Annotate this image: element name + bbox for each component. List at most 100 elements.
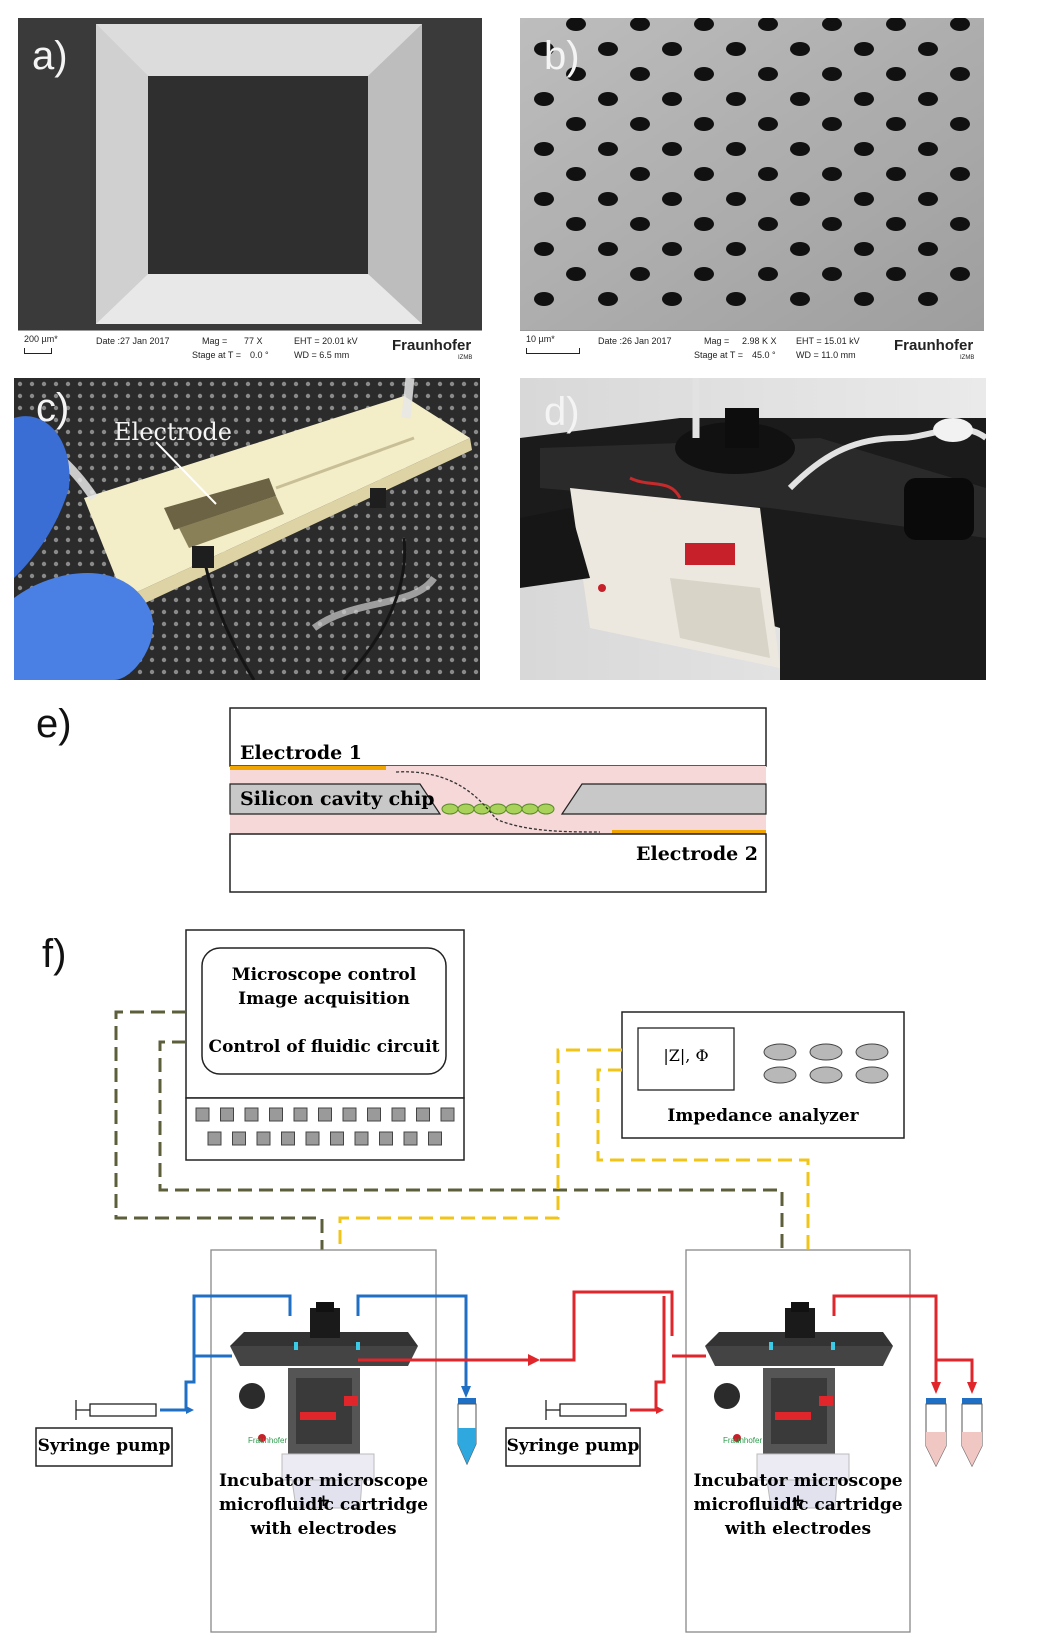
panel-a-letter: a) [32,34,68,78]
pore-hole [598,292,618,306]
fraunhofer-logo: Fraunhofer [894,337,974,354]
pore-hole [758,67,778,81]
sem-info-bar-b: 10 µm* Date :26 Jan 2017 Mag = 2.98 K X … [520,330,984,367]
sem-wd: WD = 11.0 mm [796,350,856,360]
stage-plate-top [705,1332,893,1346]
dial-knob [714,1383,740,1409]
device-logo-1: Fraunhofer [248,1436,288,1445]
pore-hole [886,167,906,181]
electrode-1-bar [230,766,386,770]
cells-row [441,803,555,815]
electrode-2-label: Electrode 2 [636,843,759,865]
red-element [775,1412,811,1420]
pore-hole [886,117,906,131]
pore-hole [950,217,970,231]
pore-hole [630,67,650,81]
sem-stage-label: Stage at T = [694,350,743,360]
pore-hole [790,142,810,156]
pore-hole [598,92,618,106]
device-base [756,1453,850,1481]
pore-hole [758,17,778,31]
keyboard-key [416,1107,430,1122]
keyboard-key [379,1131,393,1146]
dial-knob [239,1383,265,1409]
keyboard-key [232,1131,246,1146]
pore-hole [822,167,842,181]
keyboard-key [305,1131,320,1146]
tube-blue [457,1398,477,1466]
pore-hole [630,117,650,131]
device-core [771,1378,827,1444]
fraunhofer-logo-sub: IZMB [458,355,473,361]
stage-plate [230,1346,418,1366]
pore-hole [694,117,714,131]
red-element [819,1396,833,1406]
electrode-2-bar [612,830,766,834]
device-core [296,1378,352,1444]
keyboard-key [318,1107,332,1122]
syringe-pump-box-2 [505,1427,641,1467]
analyzer-display [637,1027,735,1091]
red-flow-lines [358,1290,974,1412]
panel-f-letter: f) [42,932,67,976]
electrode-1-label: Electrode 1 [240,742,363,764]
bottom-substrate [229,833,767,893]
computer-line-2: Image acquisition [238,989,410,1009]
keyboard-key [293,1107,308,1122]
sem-mag-label: Mag = [202,336,228,346]
pore-hole [854,242,874,256]
pore-hole [630,167,650,181]
sem-eht: EHT = 20.01 kV [294,336,358,346]
pore-hole [694,17,714,31]
pore-hole [662,192,682,206]
red-button [258,1434,266,1442]
device-logo-2: Fraunhofer [723,1436,763,1445]
keyboard-key [281,1131,295,1146]
pore-hole [790,92,810,106]
sem-mag-value: 2.98 K X [742,336,777,346]
pore-hole [886,217,906,231]
keyboard-key [220,1107,234,1122]
red-element [344,1396,358,1406]
outlet-port [356,1342,360,1350]
pore-hole [950,267,970,281]
pore-hole [918,42,938,56]
panel-c-letter: c) [36,386,70,430]
pore-hole [726,142,746,156]
keyboard-key [256,1131,271,1146]
computer-screen [201,947,447,1075]
outlet-port [831,1342,835,1350]
pore-hole [662,142,682,156]
pore-hole [822,217,842,231]
incubator-microscope-photo [520,378,988,680]
syringe-pump-box-1 [35,1427,173,1467]
scale-bar [526,348,580,354]
chip-left [229,783,442,815]
pore-hole [534,192,554,206]
sem-stage-label: Stage at T = [192,350,241,360]
stage-plate [705,1346,893,1366]
sem-stage-value: 0.0 ° [250,350,269,360]
chip-cross-section-diagram [229,707,767,893]
pore-hole [950,117,970,131]
pore-hole [662,292,682,306]
scale-bar-label: 10 µm* [526,334,555,344]
computer-line-1: Microscope control [231,965,417,985]
pore-hole [886,17,906,31]
stage-plate-top [230,1332,418,1346]
top-cap-knob [316,1302,334,1312]
syringe-2 [545,1400,627,1420]
pore-hole [822,117,842,131]
device-foot [766,1479,838,1509]
pore-hole [822,67,842,81]
pore-hole [726,242,746,256]
syringe-pump-label-2: Syringe pump [506,1436,640,1456]
pore-hole [918,192,938,206]
keyboard-key [391,1107,406,1122]
pore-hole [854,142,874,156]
syringe-1 [75,1400,157,1420]
keyboard-key [354,1131,369,1146]
analyzer-display-text: |Z|, Φ [663,1046,709,1065]
analyzer-knobs [763,1043,889,1084]
keyboard-key [207,1131,222,1146]
